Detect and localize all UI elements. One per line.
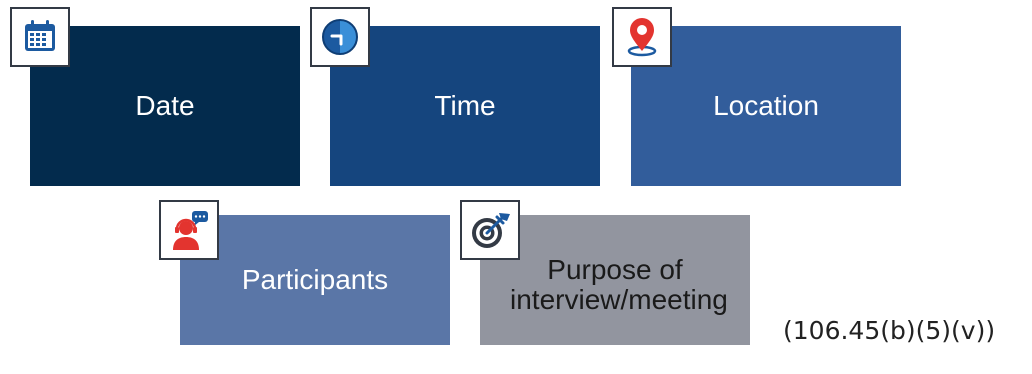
location-pin-icon (627, 18, 657, 57)
location-tile: Location (631, 26, 901, 186)
time-badge (310, 7, 370, 67)
participants-badge (159, 200, 219, 260)
date-label: Date (135, 90, 195, 121)
clock-icon (322, 19, 358, 55)
citation-text: (106.45(b)(5)(v)) (783, 316, 996, 345)
time-label: Time (434, 90, 496, 121)
participants-label: Participants (241, 264, 389, 295)
location-label: Location (713, 90, 819, 121)
time-tile: Time (330, 26, 600, 186)
location-badge (612, 7, 672, 67)
date-badge (10, 7, 70, 67)
date-tile: Date (30, 26, 300, 186)
participants-tile: Participants (180, 215, 450, 345)
target-arrow-icon (472, 213, 510, 248)
person-headset-chat-icon (173, 211, 208, 250)
purpose-badge (460, 200, 520, 260)
calendar-icon (25, 20, 55, 51)
purpose-tile: Purpose of interview/meeting (480, 215, 750, 345)
purpose-label: Purpose of interview/meeting (510, 254, 728, 315)
